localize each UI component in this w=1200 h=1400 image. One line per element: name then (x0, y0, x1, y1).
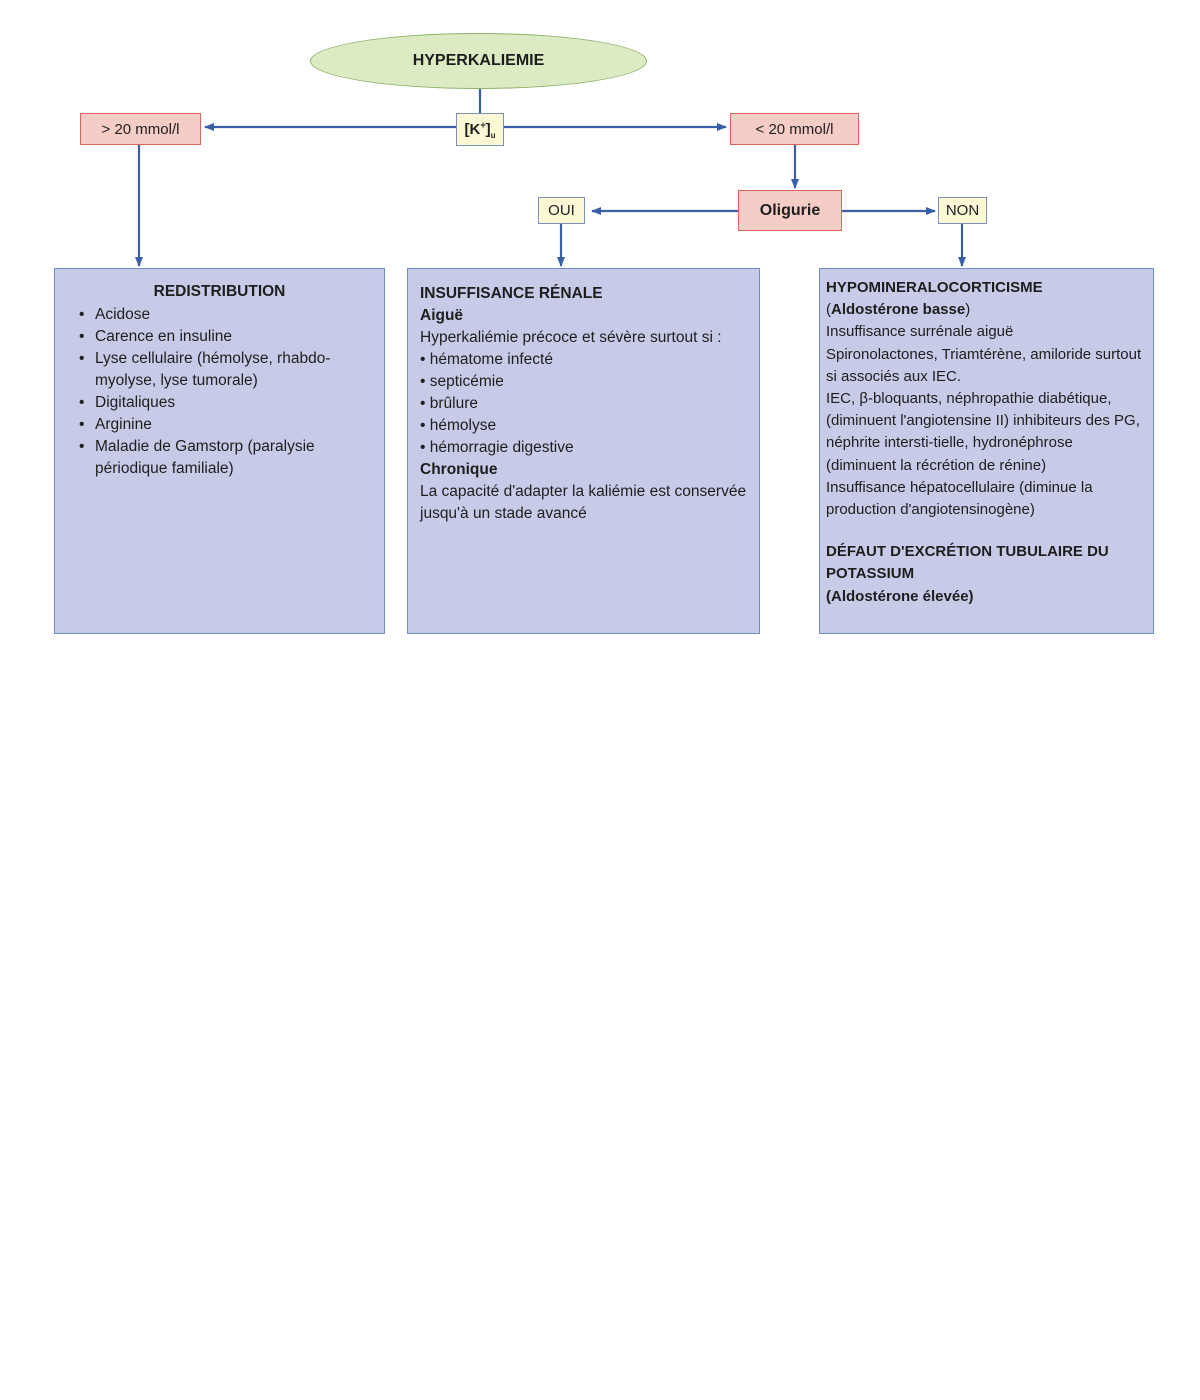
root-node: HYPERKALIEMIE (310, 33, 647, 89)
hypomineralo-line: Spironolactones, Triamtérène, amiloride … (826, 345, 1142, 385)
low-threshold-label: < 20 mmol/l (755, 120, 834, 138)
high-threshold-label: > 20 mmol/l (101, 120, 180, 138)
renal-failure-panel: INSUFFISANCE RÉNALE Aiguë Hyperkaliémie … (407, 268, 760, 634)
renal-acute-item: brûlure (420, 393, 747, 415)
redistribution-item: Maladie de Gamstorp (paralysie périodiqu… (67, 436, 372, 480)
no-label: NON (945, 202, 980, 219)
redistribution-item: Acidose (67, 304, 372, 326)
connector-arrows (135, 89, 966, 267)
low-threshold-node: < 20 mmol/l (730, 113, 859, 145)
yes-label: OUI (548, 202, 575, 219)
no-node: NON (938, 197, 987, 224)
hypomineralo-subtitle: (Aldostérone basse) (826, 301, 971, 319)
oliguria-label: Oligurie (759, 201, 821, 219)
renal-chronic-text: La capacité d'adapter la kaliémie est co… (420, 483, 747, 522)
renal-chronic-heading: Chronique (420, 461, 498, 478)
hypomineralocorticism-panel: HYPOMINERALOCORTICISME (Aldostérone bass… (819, 268, 1154, 634)
renal-acute-item: hémorragie digestive (420, 437, 747, 459)
hyperkalemia-flowchart: HYPERKALIEMIE [K+]u > 20 mmol/l < 20 mmo… (0, 0, 1200, 700)
renal-acute-text: Hyperkaliémie précoce et sévère surtout … (420, 329, 722, 346)
renal-acute-list: hématome infecté septicémie brûlure hémo… (420, 349, 747, 459)
renal-title: INSUFFISANCE RÉNALE (420, 285, 603, 302)
redistribution-item: Carence en insuline (67, 326, 372, 348)
renal-acute-heading: Aiguë (420, 307, 464, 324)
hypomineralo-line: (diminuent la récrétion de rénine) (826, 456, 1047, 474)
hypomineralo-line: IEC, β-bloquants, néphropathie diabétiqu… (826, 390, 1140, 452)
high-threshold-node: > 20 mmol/l (80, 113, 201, 145)
oliguria-node: Oligurie (738, 190, 842, 231)
tubular-defect-subtitle: (Aldostérone élevée) (826, 587, 974, 605)
potassium-label: [K+]u (464, 119, 496, 140)
renal-acute-item: septicémie (420, 371, 747, 393)
redistribution-list: Acidose Carence en insuline Lyse cellula… (67, 304, 372, 480)
redistribution-item: Digitaliques (67, 392, 372, 414)
root-label: HYPERKALIEMIE (412, 52, 545, 69)
tubular-defect-title: DÉFAUT D'EXCRÉTION TUBULAIRE DU POTASSIU… (826, 543, 1109, 583)
redistribution-item: Lyse cellulaire (hémolyse, rhabdo-myolys… (67, 348, 372, 392)
hypomineralo-title: HYPOMINERALOCORTICISME (826, 279, 1043, 296)
yes-node: OUI (538, 197, 585, 224)
redistribution-item: Arginine (67, 414, 372, 436)
hypomineralo-line: Insuffisance surrénale aiguë (826, 323, 1014, 341)
renal-acute-item: hémolyse (420, 415, 747, 437)
potassium-measure-node: [K+]u (456, 113, 504, 146)
renal-acute-item: hématome infecté (420, 349, 747, 371)
redistribution-panel: REDISTRIBUTION Acidose Carence en insuli… (54, 268, 385, 634)
redistribution-title: REDISTRIBUTION (153, 283, 286, 300)
hypomineralo-line: Insuffisance hépatocellulaire (diminue l… (826, 478, 1093, 519)
